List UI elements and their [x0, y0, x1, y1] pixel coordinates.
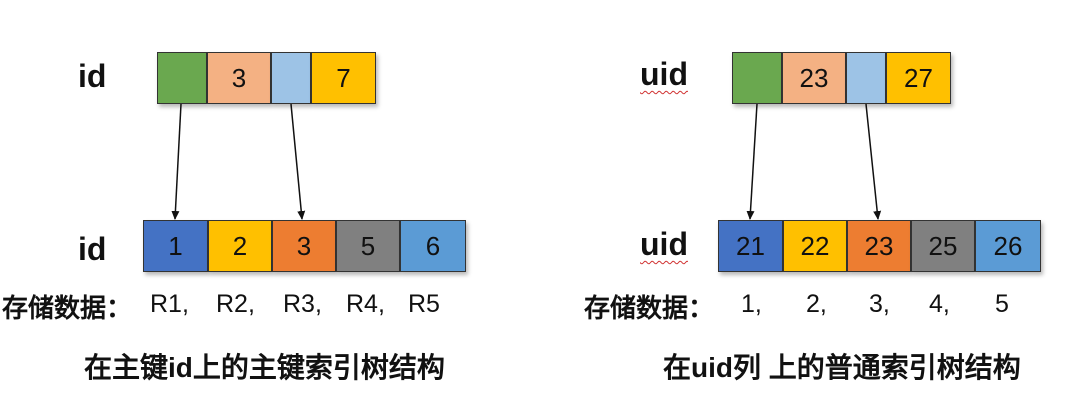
left-storage-value-4: R4,: [346, 290, 385, 318]
left-leaf-cell-1: 1: [143, 220, 208, 272]
right-arrow-2: [865, 103, 882, 220]
left-leaf-cell-3: 3: [272, 220, 336, 272]
left-storage-value-5: R5: [408, 290, 440, 318]
left-storage-value-1: R1,: [150, 290, 189, 318]
left-top-cell-pointer-1: [157, 52, 207, 104]
right-bottom-label: uid: [640, 226, 688, 262]
left-top-cell-pointer-2: [271, 52, 311, 104]
right-caption: 在uid列 上的普通索引树结构: [663, 352, 1021, 383]
right-top-cell-pointer-1: [732, 52, 782, 104]
right-top-cell-key-27: 27: [886, 52, 951, 104]
left-top-label: id: [78, 58, 107, 94]
left-storage-value-2: R2,: [216, 290, 255, 318]
right-storage-value-3: 3,: [869, 290, 890, 318]
left-top-cell-key-7: 7: [311, 52, 376, 104]
right-leaf-cell-22: 22: [783, 220, 847, 272]
left-storage-value-3: R3,: [283, 290, 322, 318]
left-leaf-cell-5: 5: [336, 220, 400, 272]
right-leaf-cell-26: 26: [975, 220, 1041, 272]
left-leaf-cell-6: 6: [400, 220, 466, 272]
left-arrow-1: [171, 103, 182, 220]
right-storage-value-4: 4,: [929, 290, 950, 318]
right-leaf-cell-25: 25: [911, 220, 975, 272]
right-top-label: uid: [640, 56, 688, 92]
right-leaf-cell-21: 21: [718, 220, 783, 272]
right-top-cell-key-23: 23: [782, 52, 846, 104]
left-top-cell-key-3: 3: [207, 52, 271, 104]
right-arrow-1: [746, 103, 758, 220]
left-leaf-cell-2: 2: [208, 220, 272, 272]
left-bottom-label: id: [78, 231, 107, 267]
left-arrow-2: [290, 103, 306, 220]
right-leaf-cell-23: 23: [847, 220, 911, 272]
right-storage-value-2: 2,: [806, 290, 827, 318]
right-storage-value-1: 1,: [741, 290, 762, 318]
left-caption: 在主键id上的主键索引树结构: [84, 352, 445, 383]
right-storage-value-5: 5: [995, 290, 1009, 318]
left-storage-label: 存储数据：: [2, 293, 133, 323]
right-top-cell-pointer-2: [846, 52, 886, 104]
right-storage-label: 存储数据：: [584, 293, 715, 323]
